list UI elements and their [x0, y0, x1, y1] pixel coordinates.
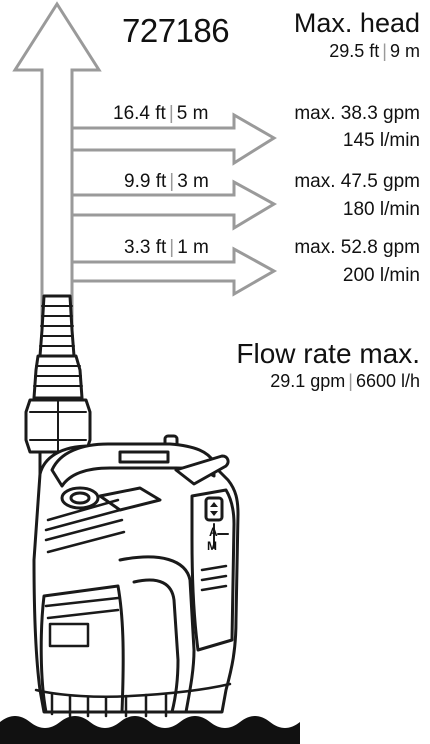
side-panel: [190, 488, 236, 652]
separator: |: [348, 371, 353, 391]
max-head-ft: 29.5 ft: [329, 41, 380, 61]
level-flow-lmin-1m: 200 l/min: [342, 265, 420, 286]
switch-lever: [174, 454, 230, 486]
level-height-3m: 9.9 ft|3 m: [124, 172, 209, 191]
max-head-arrow: [12, 1, 102, 336]
max-head-m: 9 m: [389, 41, 420, 61]
level-flow-lmin-3m: 180 l/min: [342, 199, 420, 220]
flow-rate-lmin: 6600 l/h: [355, 371, 420, 391]
label-plate: [48, 622, 90, 648]
height-ft: 16.4 ft: [113, 103, 166, 124]
level-flow-gpm-1m: max. 52.8 gpm: [294, 237, 420, 258]
flow-rate-value: 29.1 gpm|6600 l/h: [270, 372, 420, 390]
max-head-value: 29.5 ft|9 m: [329, 42, 420, 60]
level-arrow-3m: [70, 179, 278, 231]
separator: |: [169, 237, 175, 258]
level-flow-gpm-5m: max. 38.3 gpm: [294, 103, 420, 124]
level-arrow-1m: [70, 246, 278, 297]
level-flow-gpm-3m: max. 47.5 gpm: [294, 171, 420, 192]
level-height-1m: 3.3 ft|1 m: [124, 238, 209, 257]
level-arrow-5m: [70, 112, 277, 166]
max-head-label: Max. head: [293, 8, 420, 38]
flow-rate-gpm: 29.1 gpm: [270, 371, 346, 391]
level-flow-lmin-5m: 145 l/min: [342, 130, 420, 151]
flow-rate-label: Flow rate max.: [236, 338, 420, 369]
water-surface: [0, 716, 300, 744]
height-ft: 3.3 ft: [124, 237, 167, 258]
level-height-5m: 16.4 ft|5 m: [113, 104, 208, 123]
height-ft: 9.9 ft: [124, 171, 167, 192]
height-m: 5 m: [176, 103, 209, 124]
height-m: 1 m: [177, 237, 209, 258]
model-number: 727186: [122, 12, 230, 49]
manual-mode-letter: M: [207, 539, 217, 553]
separator: |: [169, 171, 175, 192]
separator: |: [382, 41, 387, 61]
auto-manual-slider: [204, 496, 224, 522]
separator: |: [168, 103, 174, 124]
height-m: 3 m: [177, 171, 209, 192]
auto-mode-letter: A: [209, 525, 218, 539]
